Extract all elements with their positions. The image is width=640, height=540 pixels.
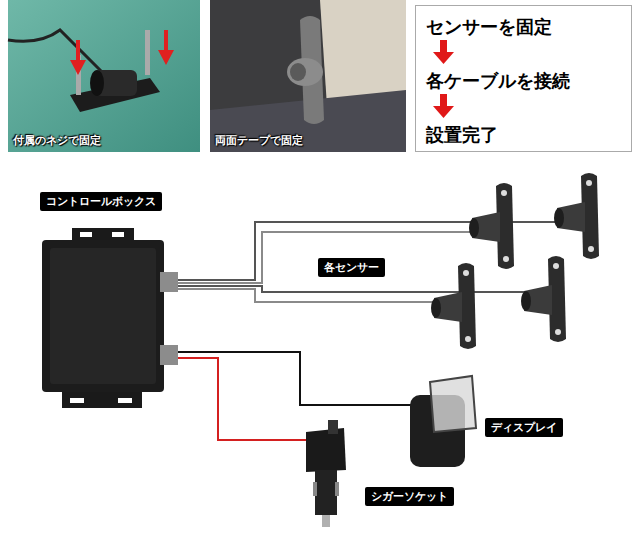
power-wire bbox=[175, 358, 312, 440]
step-text: 設置完了 bbox=[426, 124, 498, 146]
photo-tape bbox=[210, 0, 406, 152]
name-tag: 各センサー bbox=[318, 258, 385, 277]
part-name: 各センサー bbox=[324, 261, 379, 274]
flow-ground bbox=[415, 5, 632, 152]
cigar-plug-figure bbox=[306, 420, 346, 527]
photo-frame: 両面テープで固定 bbox=[210, 0, 406, 152]
display-wire bbox=[175, 352, 425, 405]
photo-screw bbox=[8, 0, 200, 152]
step-text: センサーを固定 bbox=[426, 16, 552, 38]
control-box-figure bbox=[42, 228, 178, 408]
step-text: 各ケーブルを接続 bbox=[426, 70, 570, 92]
sensor-wire bbox=[175, 222, 575, 302]
photo-caption: 付属のネジで固定 bbox=[13, 133, 101, 148]
part-name: ディスプレイ bbox=[491, 421, 557, 434]
photo-frame: 付属のネジで固定 bbox=[8, 0, 200, 152]
name-tag: ディスプレイ bbox=[485, 418, 563, 437]
name-tag: コントロールボックス bbox=[40, 192, 162, 211]
part-name: コントロールボックス bbox=[46, 195, 156, 208]
display-figure bbox=[410, 376, 476, 467]
flow-box: センサーを固定各ケーブルを接続設置完了 bbox=[415, 5, 632, 152]
photo-caption: 両面テープで固定 bbox=[215, 133, 303, 148]
part-name: シガーソケット bbox=[371, 490, 448, 503]
name-tag: シガーソケット bbox=[365, 487, 454, 506]
sensor-figure bbox=[431, 173, 599, 349]
